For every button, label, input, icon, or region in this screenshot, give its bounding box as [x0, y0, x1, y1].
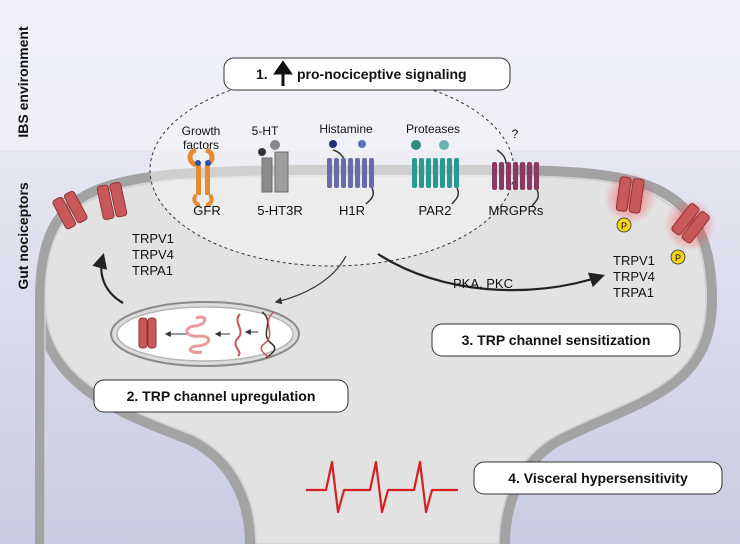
mrgprs-label: MRGPRs [489, 203, 544, 218]
step4-label: 4. Visceral hypersensitivity [508, 470, 688, 486]
step4-box: 4. Visceral hypersensitivity [473, 461, 723, 495]
phospho-badge-1: P [616, 217, 632, 233]
ht3r-receptor-icon [258, 140, 289, 193]
step1-label: pro-nociceptive signaling [297, 66, 467, 82]
serotonin-label: 5-HT [252, 124, 279, 138]
phospho-badge-2: P [670, 249, 686, 265]
arrow-to-nucleus [274, 255, 347, 305]
h1r-label: H1R [339, 203, 365, 218]
h1r-receptor-icon [327, 140, 375, 205]
gut-nociceptors-label: Gut nociceptors [15, 182, 31, 290]
ht3r-label: 5-HT3R [257, 203, 303, 218]
unknown-ligand-label: ? [512, 127, 519, 141]
gfr-label: GFR [193, 203, 220, 218]
arrow-to-sensitization [377, 253, 605, 292]
mrgpr-receptor-icon [492, 149, 540, 207]
svg-text:P: P [675, 253, 681, 263]
proteases-label: Proteases [406, 122, 460, 136]
dna-strand-1 [261, 311, 276, 359]
step1-box: 1. pro-nociceptive signaling [223, 57, 511, 91]
trp-channel-right-1 [615, 176, 645, 214]
svg-text:P: P [621, 221, 627, 231]
dna-strand-2 [260, 311, 275, 359]
step1-number: 1. [256, 66, 268, 82]
par2-receptor-icon [411, 140, 460, 205]
trpv1-left-label: TRPV1 [132, 231, 174, 246]
nucleus [110, 301, 300, 367]
trpa1-right-label: TRPA1 [613, 285, 654, 300]
trp-channel-right-2 [671, 203, 710, 244]
mrna-icon [234, 313, 242, 357]
step2-box: 2. TRP channel upregulation [93, 379, 349, 413]
trp-channel-left-2 [96, 181, 128, 221]
step3-box: 3. TRP channel sensitization [431, 323, 681, 357]
trp-channel-protein-icon [138, 317, 157, 349]
ibs-environment-label: IBS environment [15, 26, 31, 138]
trp-channel-left-1 [52, 190, 88, 230]
trpv4-left-label: TRPV4 [132, 247, 174, 262]
arrow-to-membrane [92, 253, 124, 304]
step3-label: 3. TRP channel sensitization [462, 332, 651, 348]
action-potential-trace [306, 460, 458, 514]
growth-factors-label-1: Growth [182, 124, 221, 138]
growth-factors-label-2: factors [183, 138, 219, 152]
up-arrow-icon [273, 60, 293, 86]
kinases-label: PKA, PKC [453, 276, 513, 291]
histamine-label: Histamine [319, 122, 373, 136]
protein-chain-icon [185, 315, 211, 354]
gfr-receptor-icon [187, 147, 215, 207]
step2-label: 2. TRP channel upregulation [127, 388, 316, 404]
trpa1-left-label: TRPA1 [132, 263, 173, 278]
trpv1-right-label: TRPV1 [613, 253, 655, 268]
par2-label: PAR2 [419, 203, 452, 218]
trpv4-right-label: TRPV4 [613, 269, 655, 284]
